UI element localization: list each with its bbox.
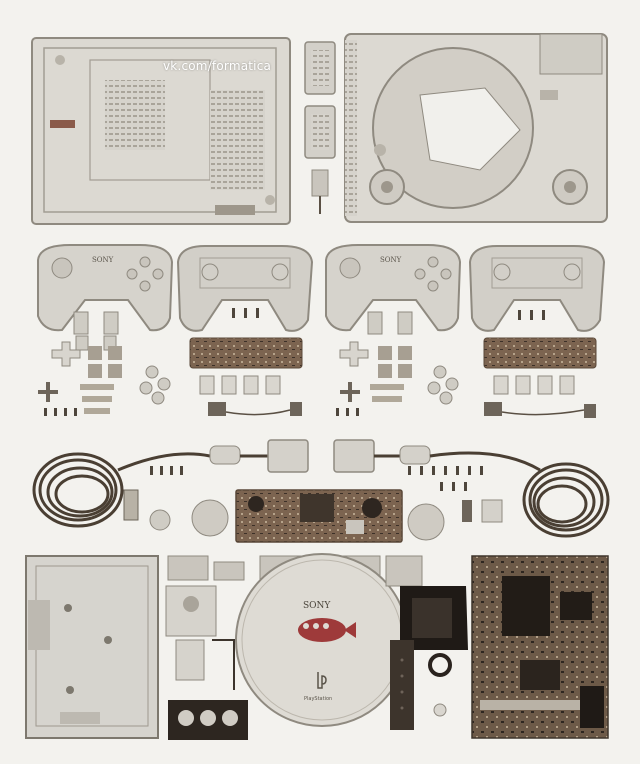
controller-pcb-right [483,337,597,418]
motherboard [471,555,609,739]
drive-mechanism-parts [165,555,248,740]
playstation-logo-mark [317,672,327,689]
cd-drive-unit [385,555,468,730]
lid-brand: SONY [303,601,331,611]
controller-4-back [468,245,606,332]
disc-lid: SONY PlayStation [235,553,409,727]
controller-3-front: SONY [325,244,462,332]
top-case-shell [344,33,608,223]
lid-emblem [298,618,356,642]
controller-1-brand: SONY [92,256,114,264]
controller-parts-right [339,311,459,405]
controller-pcb-left [189,337,303,416]
motors-and-weights [123,489,503,541]
controller-cables [32,439,610,538]
controller-1-front: SONY [37,244,174,332]
lid-logo-text: PlayStation [304,696,332,702]
controller-3-brand: SONY [380,256,402,264]
controller-port-assembly [304,41,336,214]
controller-parts-left [38,311,171,414]
power-supply-board [235,489,403,543]
bottom-case-shell [31,37,291,225]
controller-2-back [176,245,314,332]
metal-shield-plate [25,555,159,739]
screws [44,308,545,491]
watermark-text: vk.com/formatica [163,59,271,73]
